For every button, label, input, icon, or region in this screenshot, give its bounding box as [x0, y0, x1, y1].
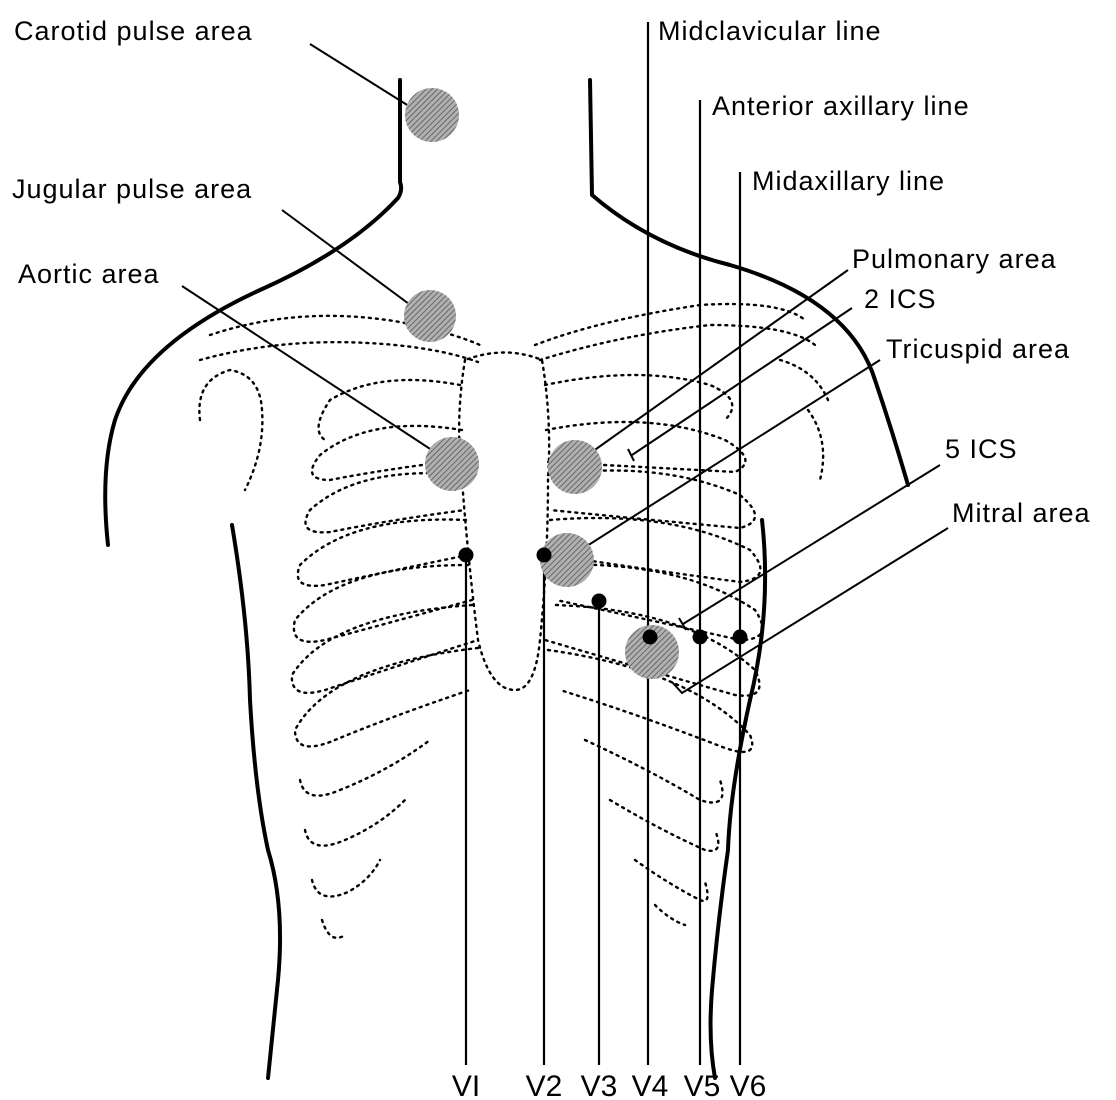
ribcage: [199, 304, 828, 938]
electrode-v2: [537, 548, 552, 563]
carotid-pulse-area: [405, 88, 459, 142]
label-jugular-pulse-area: Jugular pulse area: [12, 174, 252, 204]
lead-labels: VI V2 V3 V4 V5 V6: [452, 1070, 767, 1100]
rib-left-8: [300, 740, 430, 796]
label-midaxillary-line: Midaxillary line: [752, 166, 945, 196]
pointer-jugular: [282, 210, 428, 318]
rib-right-8: [585, 740, 723, 803]
rib-right-9: [610, 800, 718, 851]
label-midclavicular-line: Midclavicular line: [658, 16, 882, 46]
pulmonary-area: [548, 440, 602, 494]
pointer-tricuspid: [568, 360, 880, 558]
rib-left-10: [312, 860, 380, 896]
neck-right: [590, 80, 908, 485]
torso-left-side: [232, 525, 280, 1078]
rib-left-5: [294, 565, 472, 642]
clavicle-left-lower: [200, 342, 478, 362]
electrode-v1: [459, 548, 474, 563]
rib-left-7: [295, 648, 478, 746]
rib-left-4: [298, 520, 468, 586]
lead-label-v6: V6: [730, 1070, 767, 1100]
rib-left-11: [322, 920, 345, 938]
rib-left-6: [292, 605, 478, 693]
label-anterior-axillary-line: Anterior axillary line: [712, 91, 970, 121]
sternum: [459, 353, 549, 691]
electrode-v3: [592, 594, 607, 609]
label-tricuspid-area: Tricuspid area: [886, 334, 1070, 364]
lead-label-v2: V2: [526, 1070, 563, 1100]
jugular-pulse-area: [404, 290, 456, 342]
aortic-area: [425, 437, 479, 491]
body-outline: [105, 80, 908, 1078]
lead-label-v5: V5: [684, 1070, 721, 1100]
label-5-ics: 5 ICS: [945, 434, 1018, 464]
lead-label-v3: V3: [581, 1070, 618, 1100]
labels: Carotid pulse area Jugular pulse area Ao…: [12, 16, 1091, 528]
rib-right-1: [545, 375, 732, 420]
electrode-v4: [643, 630, 658, 645]
shoulder-left: [199, 370, 262, 490]
rib-right-10: [635, 860, 708, 901]
lead-label-v4: V4: [632, 1070, 669, 1100]
rib-left-9: [305, 800, 405, 846]
electrode-v6: [733, 630, 748, 645]
torso-right-side: [711, 520, 766, 1078]
label-2-ics: 2 ICS: [864, 284, 937, 314]
label-aortic-area: Aortic area: [18, 259, 160, 289]
rib-right-11: [655, 905, 685, 925]
electrode-v5: [693, 630, 708, 645]
label-mitral-area: Mitral area: [952, 498, 1091, 528]
pointer-lines: [182, 44, 948, 693]
label-carotid-pulse-area: Carotid pulse area: [14, 16, 253, 46]
lead-label-v1: VI: [452, 1070, 480, 1100]
pointer-5ics-tick: [679, 618, 686, 630]
reference-lines: [466, 22, 740, 1065]
label-pulmonary-area: Pulmonary area: [852, 244, 1057, 274]
clavicle-right: [535, 304, 805, 345]
pointer-mitral: [672, 528, 948, 693]
